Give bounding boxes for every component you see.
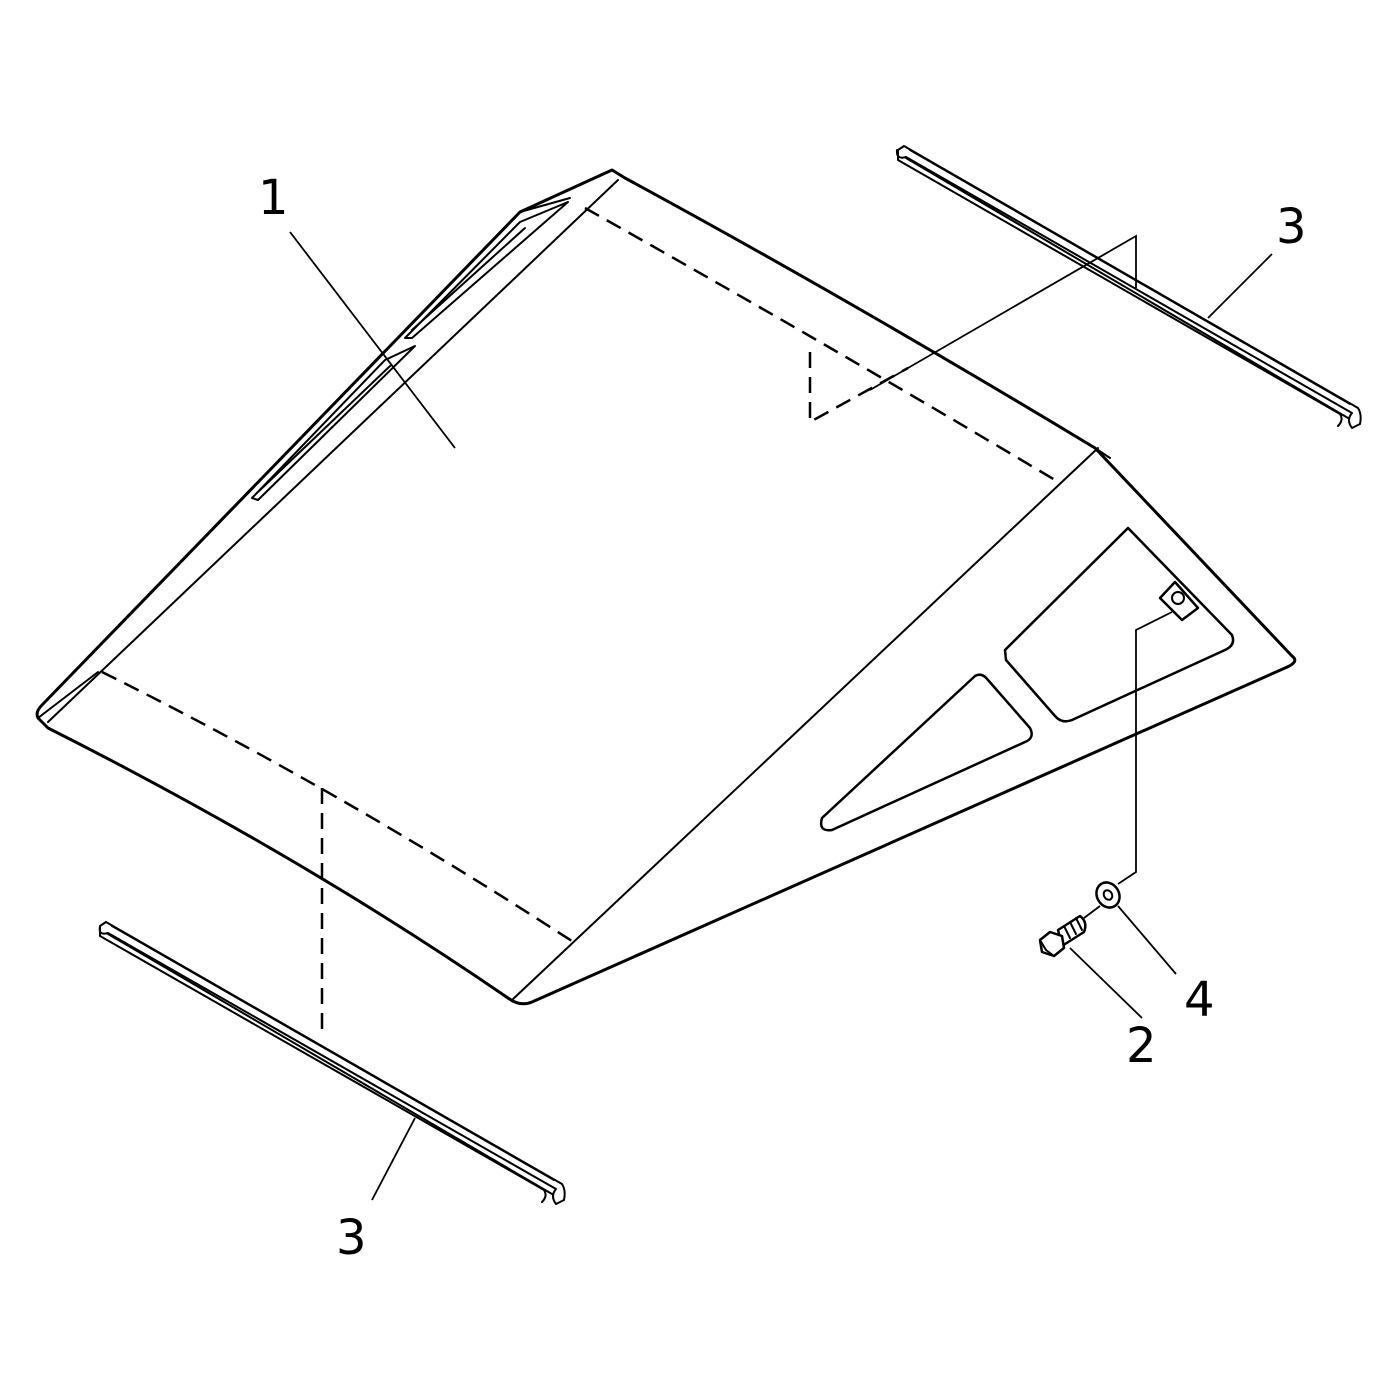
channel-strip-upper: [895, 145, 1362, 429]
callout-3-lower: 3: [336, 1210, 367, 1266]
washer: [1095, 881, 1121, 909]
channel-strip-lower: [98, 921, 566, 1205]
callout-labels: 1 3 3 2 4: [258, 170, 1307, 1266]
leader-lines: [289, 231, 1273, 1201]
hood-panel: [35, 168, 1297, 1032]
callout-2: 2: [1126, 1018, 1157, 1074]
callout-3-upper: 3: [1276, 199, 1307, 255]
callout-1: 1: [258, 170, 289, 226]
bolt: [1038, 914, 1087, 958]
callout-4: 4: [1184, 972, 1215, 1028]
